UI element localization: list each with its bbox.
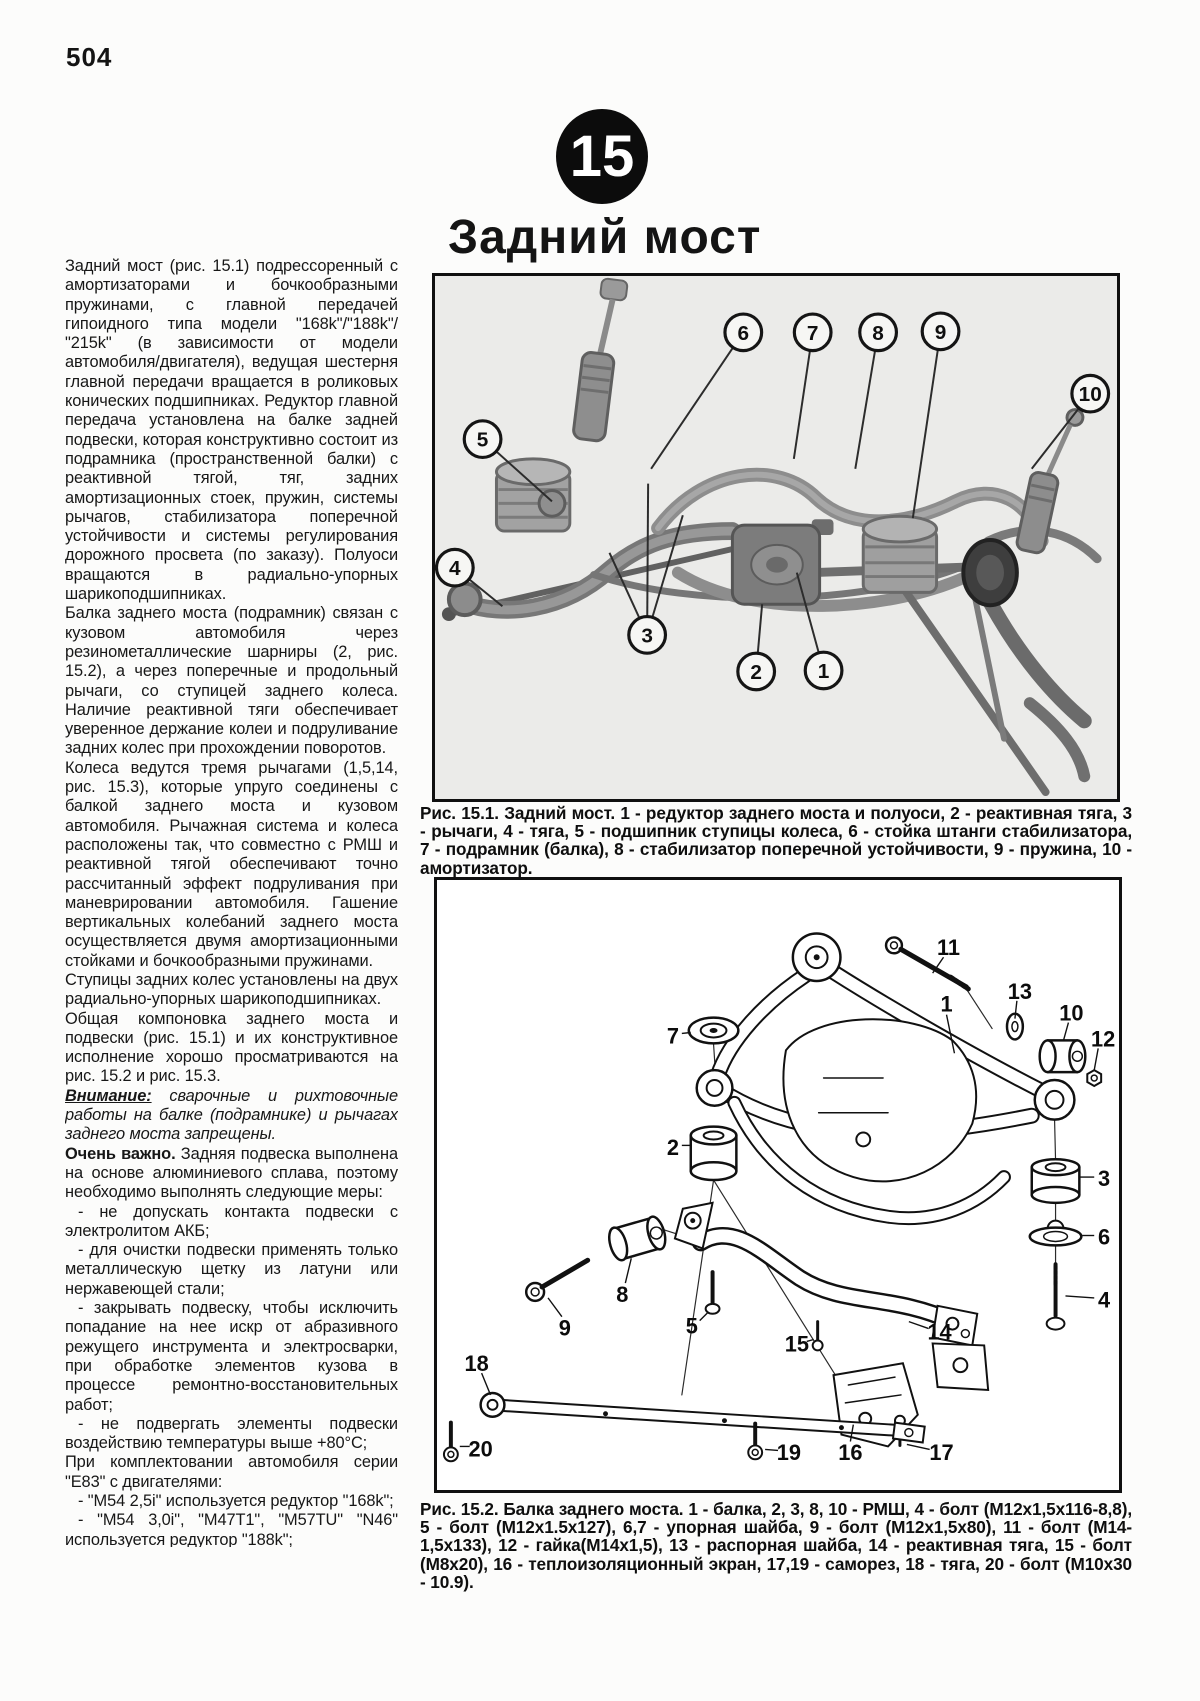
- paragraph: - закрывать подвеску, чтобы исключить по…: [65, 1299, 398, 1414]
- label-leader-line: [480, 1372, 492, 1396]
- label-leader-line: [945, 1014, 956, 1054]
- label-leader-line: [849, 1424, 855, 1442]
- paragraph: - "М54 3,0i", "М47Т1", "М57TU" "N46" исп…: [65, 1511, 398, 1547]
- callout-circle-4: [435, 547, 475, 588]
- chapter-number: 15: [569, 124, 635, 189]
- chapter-title: Задний мост: [448, 211, 762, 264]
- paragraph: - не подвергать элементы подвески воздей…: [65, 1414, 398, 1453]
- callout-number-6: 6: [737, 322, 749, 345]
- paragraph: - "М54 2,5i" используется редуктор "168k…: [78, 1492, 394, 1510]
- callout-circle-3: [627, 615, 668, 655]
- callout-number-2: 2: [750, 661, 762, 684]
- callout-circle-6: [723, 312, 764, 353]
- label-leader-line: [765, 1448, 779, 1452]
- paragraph: Внимание: сварочные и рихтовочные работы…: [65, 1086, 398, 1144]
- part-label-5: 5: [686, 1313, 698, 1338]
- callout-number-9: 9: [935, 321, 947, 344]
- callout-number-5: 5: [477, 429, 489, 452]
- figure-15-1: 1 2 3 4 5 6 7 8 9 10: [432, 273, 1120, 802]
- part-label-20: 20: [468, 1436, 492, 1461]
- callout-circle-1: [803, 650, 844, 691]
- part-label-8: 8: [616, 1282, 628, 1307]
- label-leader-line: [547, 1297, 563, 1318]
- label-leader-line: [908, 1321, 929, 1330]
- callout-leader-line: [650, 331, 745, 470]
- paragraph: Очень важно. Задняя подвеска выполнена н…: [65, 1144, 398, 1202]
- part-label-1: 1: [940, 992, 952, 1017]
- paragraph: Балка заднего моста (подрамник) связан с…: [65, 604, 398, 758]
- part-label-2: 2: [667, 1135, 679, 1160]
- rear-axle-photo-diagram: 1 2 3 4 5 6 7 8 9 10: [435, 277, 1111, 797]
- callout-leader-line: [911, 331, 942, 519]
- callout-leader-line: [792, 332, 814, 460]
- figure-15-1-callouts: 1 2 3 4 5 6 7 8 9 10: [435, 311, 1111, 692]
- label-leader-line: [699, 1311, 710, 1322]
- callout-leader-line: [646, 483, 650, 635]
- part-label-3: 3: [1098, 1166, 1110, 1191]
- label-leader-line: [1014, 1000, 1018, 1019]
- callout-circle-8: [858, 312, 899, 353]
- paragraph: - для очистки подвески применять только …: [65, 1241, 398, 1298]
- callout-number-7: 7: [807, 322, 819, 345]
- label-leader-line: [1062, 1022, 1070, 1041]
- label-leader-line: [806, 1338, 814, 1343]
- callout-number-10: 10: [1079, 383, 1102, 406]
- figure-15-2-caption: Рис. 15.2. Балка заднего моста. 1 - балк…: [420, 1499, 1132, 1592]
- article-text-column: Задний мост (рис. 15.1) подрессоренный с…: [65, 257, 398, 1547]
- callout-circle-9: [920, 311, 961, 352]
- label-leader-line: [932, 956, 945, 974]
- part-label-9: 9: [559, 1315, 571, 1340]
- label-leader-line: [906, 1443, 930, 1451]
- chapter-number-badge: 15: [556, 109, 648, 204]
- callout-circle-10: [1070, 373, 1111, 414]
- label-leader-line: [624, 1258, 632, 1284]
- label-leader-line: [1093, 1048, 1099, 1071]
- part-label-19: 19: [777, 1440, 801, 1465]
- paragraph: При комплектовании автомобиля серии "Е83…: [65, 1453, 398, 1491]
- part-label-14: 14: [927, 1319, 951, 1344]
- part-label-6: 6: [1098, 1224, 1110, 1249]
- paragraph-lead: Очень важно.: [65, 1144, 176, 1163]
- paragraph: Колеса ведутся тремя рычагами (1,5,14, р…: [65, 758, 398, 970]
- part-label-12: 12: [1091, 1026, 1115, 1051]
- callout-leader-line: [646, 514, 684, 636]
- callout-circle-5: [462, 419, 503, 460]
- part-label-4: 4: [1098, 1288, 1110, 1313]
- paragraph: Общая компоновка заднего моста и подвеск…: [65, 1009, 398, 1086]
- callout-circle-2: [736, 651, 777, 692]
- callout-leader-line: [854, 332, 880, 469]
- paragraph: Ступицы задних колес установлены на двух…: [65, 970, 398, 1009]
- part-label-18: 18: [465, 1351, 489, 1376]
- callout-circle-7: [792, 312, 833, 353]
- part-label-13: 13: [1008, 979, 1032, 1004]
- part-label-11: 11: [937, 935, 960, 960]
- label-leader-line: [1065, 1295, 1095, 1299]
- callout-number-1: 1: [818, 660, 830, 683]
- part-label-7: 7: [667, 1023, 679, 1048]
- paragraph: Задний мост (рис. 15.1) подрессоренный с…: [65, 257, 398, 604]
- label-leader-line: [681, 1031, 691, 1035]
- figure-15-1-caption: Рис. 15.1. Задний мост. 1 - редуктор зад…: [420, 803, 1132, 878]
- callout-number-3: 3: [641, 624, 653, 647]
- part-label-15: 15: [785, 1331, 809, 1356]
- part-label-10: 10: [1059, 1001, 1083, 1026]
- callout-number-4: 4: [449, 557, 461, 580]
- page-number: 504: [66, 42, 113, 72]
- paragraph-lead: Внимание:: [65, 1086, 152, 1105]
- part-label-17: 17: [929, 1440, 953, 1465]
- callout-number-8: 8: [872, 322, 884, 345]
- paragraph: - не допускать контакта подвески с элект…: [65, 1202, 398, 1240]
- part-label-16: 16: [838, 1440, 862, 1465]
